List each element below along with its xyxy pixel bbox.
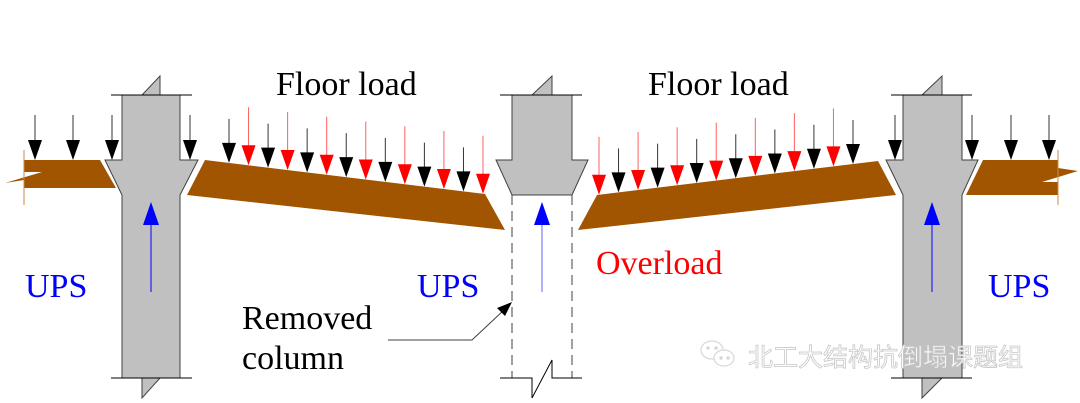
dead-load-arrow xyxy=(456,147,471,192)
dead-load-arrow xyxy=(261,123,276,168)
ups-arrow-middle xyxy=(534,202,550,292)
ups-arrow-right xyxy=(924,202,940,292)
ups-label-right: UPS xyxy=(988,268,1050,305)
overload-arrow xyxy=(280,112,295,171)
overload-arrow xyxy=(748,117,763,176)
overload-arrow xyxy=(826,108,841,167)
floor-load-label-left: Floor load xyxy=(276,66,417,103)
overload-label: Overload xyxy=(596,245,723,282)
ups-label-middle: UPS xyxy=(417,268,479,305)
dead-load-arrow xyxy=(183,115,197,160)
dead-load-arrow xyxy=(105,115,119,160)
watermark-text: 北工大结构抗倒塌课题组 xyxy=(748,343,1023,372)
overload-arrow xyxy=(631,132,646,191)
overload-arrow xyxy=(476,135,490,194)
beam-right-stub xyxy=(966,160,1078,195)
removed-column-label-line1: Removed xyxy=(242,300,372,337)
column-middle-stub xyxy=(495,74,589,196)
dead-load-arrow xyxy=(300,128,315,173)
overload-arrow xyxy=(709,122,724,181)
dead-load-arrow xyxy=(66,115,80,160)
dead-load-arrow xyxy=(28,115,42,160)
span-load-arrows xyxy=(222,107,860,195)
overload-arrow xyxy=(319,116,334,175)
beam-left-span xyxy=(187,160,505,230)
dead-load-arrow xyxy=(888,115,902,160)
overload-arrow xyxy=(397,126,412,185)
dead-load-arrow xyxy=(378,137,393,182)
outer-dead-load-arrows xyxy=(28,115,1056,160)
overload-arrow xyxy=(787,113,802,172)
overload-arrow xyxy=(358,121,373,180)
dead-load-arrow xyxy=(611,148,626,193)
overload-arrow xyxy=(592,136,606,195)
dead-load-arrow xyxy=(689,138,704,183)
dead-load-arrow xyxy=(806,124,821,169)
dead-load-arrow xyxy=(846,120,860,165)
dead-load-arrow xyxy=(728,134,743,179)
overload-arrow xyxy=(241,107,256,166)
beam-right-span xyxy=(578,161,896,230)
dead-load-arrow xyxy=(1004,115,1018,160)
dead-load-arrow xyxy=(1042,115,1056,160)
overload-arrow xyxy=(436,131,451,190)
removed-column-bottom-break xyxy=(500,359,582,399)
beam-left-stub xyxy=(5,160,116,188)
dead-load-arrow xyxy=(222,118,236,163)
wechat-icon xyxy=(700,340,735,367)
removed-column-leader-arrowhead xyxy=(497,302,512,316)
dead-load-arrow xyxy=(339,133,354,178)
dead-load-arrow xyxy=(417,142,432,187)
dead-load-arrow xyxy=(650,143,665,188)
watermark: 北工大结构抗倒塌课题组 xyxy=(700,340,1023,372)
dead-load-arrow xyxy=(767,129,782,174)
ups-arrow-left xyxy=(143,202,159,292)
ups-label-left: UPS xyxy=(25,268,87,305)
dead-load-arrow xyxy=(965,115,979,160)
removed-column-label-line2: column xyxy=(242,340,344,377)
overload-arrow xyxy=(670,127,685,186)
floor-load-label-right: Floor load xyxy=(648,66,789,103)
removed-column-leader-line xyxy=(388,309,505,341)
